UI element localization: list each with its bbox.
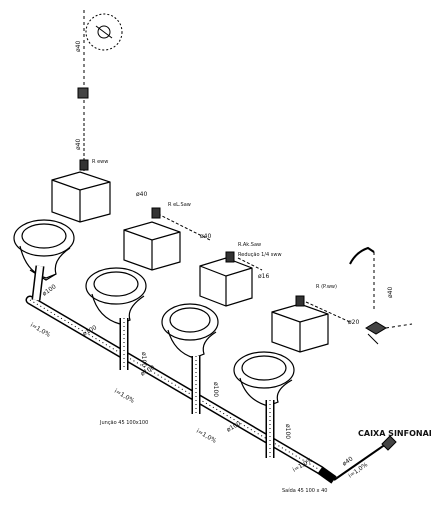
main-drain-pipe xyxy=(25,265,397,484)
wc4-valve-label: R (P.ww) xyxy=(316,284,337,290)
caixa-label: CAIXA SINFONAI xyxy=(358,429,432,438)
toilet-1-supply-pipe xyxy=(79,118,89,172)
toilet-4-supply-pipe xyxy=(295,295,351,323)
right-side-fitting xyxy=(349,246,413,345)
top-vent-fitting xyxy=(77,10,123,118)
toilet-3 xyxy=(161,257,253,359)
toilet-2 xyxy=(85,221,181,325)
toilet-3-supply-pipe xyxy=(225,251,263,271)
toilet-1 xyxy=(13,171,111,281)
wc2-drain-label: ø100 xyxy=(140,352,147,367)
main-dim-label: ø100 xyxy=(284,424,291,439)
outlet-note: Saída 45 100 x 40 xyxy=(282,487,327,494)
wc2-valve-label: R eL.Saw xyxy=(168,202,191,208)
wc1-slope-label: i=1,0% xyxy=(29,322,52,339)
vent-dim-label: ø40 xyxy=(75,41,82,52)
wc3-reduction-label: Redução 1/4 sww xyxy=(238,252,282,258)
toilet-2-supply-pipe xyxy=(151,207,211,241)
wc1-supply-dim-label: ø40 xyxy=(75,139,82,150)
caixa-dim-label: ø40 xyxy=(341,455,354,467)
wc1-drain-label: ø100 xyxy=(41,283,58,298)
wc2-slope-label: i=1,0% xyxy=(113,388,136,405)
wc3-slope-label: i=1,0% xyxy=(195,428,218,445)
wc3-drain-label: ø100 xyxy=(212,382,219,397)
side-dim-label: ø40 xyxy=(387,287,394,298)
junction-note: Junção 45 100x100 xyxy=(99,420,148,426)
wc3-cold-label: ø16 xyxy=(258,273,269,280)
wc3-valve-label: R.Ak.Saw xyxy=(238,242,261,248)
wc2-flush-dim-label: ø40 xyxy=(200,233,211,240)
toilet-4 xyxy=(233,303,329,407)
wc1-valve-label: R eww xyxy=(92,159,108,165)
wc4-cold-label: ø20 xyxy=(348,319,359,326)
wc2-supply-dim-label: ø40 xyxy=(136,191,147,198)
